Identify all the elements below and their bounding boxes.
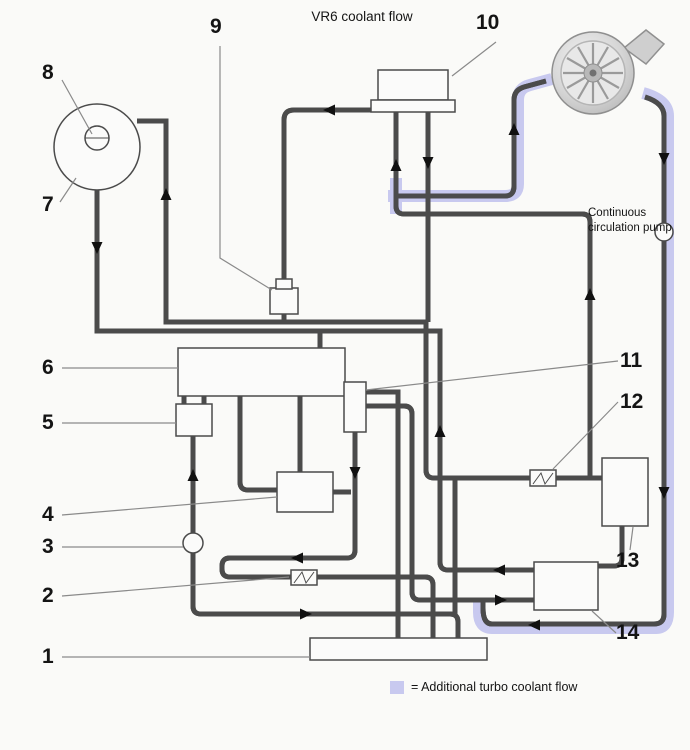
legend-label: = Additional turbo coolant flow (411, 680, 578, 694)
pump-circle-3 (182, 532, 204, 554)
callout-1: 1 (42, 645, 54, 668)
callout-14: 14 (616, 621, 640, 644)
callout-8: 8 (42, 61, 54, 84)
callout-7: 7 (42, 193, 54, 216)
legend-swatch (390, 680, 404, 694)
callout-4: 4 (42, 503, 54, 526)
component-10-upper-tank (377, 69, 449, 101)
callout-5: 5 (42, 411, 54, 434)
callout-3: 3 (42, 535, 54, 558)
callout-13: 13 (616, 549, 640, 572)
callout-9: 9 (210, 15, 222, 38)
callout-10: 10 (476, 11, 500, 34)
component-14 (533, 561, 599, 611)
component-10-flange (370, 99, 456, 113)
component-4 (276, 471, 334, 513)
diagram-title: VR6 coolant flow (311, 9, 413, 24)
thermostat-top-9 (275, 278, 293, 290)
callout-6: 6 (42, 356, 54, 379)
component-13 (601, 457, 649, 527)
circulation-pump-circle (654, 222, 674, 242)
continuous-circulation-pump-label: Continuous circulation pump (588, 207, 672, 234)
components (53, 69, 674, 661)
thermostat-housing-9 (269, 287, 299, 315)
callout-2: 2 (42, 584, 54, 607)
coolant-pipes (94, 81, 667, 638)
component-5 (175, 403, 213, 437)
legend: = Additional turbo coolant flow (390, 680, 577, 694)
callout-12: 12 (620, 390, 644, 413)
engine-block-6 (177, 347, 346, 397)
component-1-manifold (309, 637, 488, 661)
turbocharger-image (551, 29, 666, 115)
callout-leader-lines (59, 41, 634, 658)
connector-block-11 (343, 381, 367, 433)
callout-11: 11 (620, 349, 643, 372)
